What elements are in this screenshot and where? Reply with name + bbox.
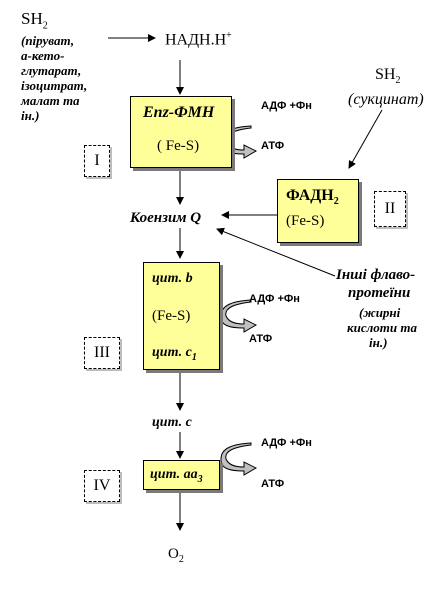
complex-2-fes-label: (Fe-S) [286, 213, 325, 229]
cyt-b-label: цит. b [152, 271, 193, 286]
adp-pi-label-4: АДФ +Фн [261, 437, 312, 449]
fatty-acids-note-2: кислоти та [347, 320, 417, 335]
complex-4-roman: IV [84, 470, 120, 502]
atp-label-4: АТФ [261, 478, 285, 490]
sh2-left-substrates: (піруват, а-кето- глутарат, ізоцитрат, м… [21, 33, 88, 123]
complex-2-roman: II [374, 191, 406, 227]
nadh-label: НАДН.Н+ [165, 30, 232, 49]
arrow-sh2-to-fadh2 [348, 109, 383, 169]
cyt-c-label: цит. c [152, 415, 192, 430]
fadh2-label: ФАДН2 [286, 187, 339, 208]
complex-1-roman: I [84, 145, 110, 177]
curved-arrow-icon-4 [220, 442, 258, 476]
complex-1-box: Enz-ФМН ( Fe-S) [130, 96, 232, 168]
cyt-aa3-label: цит. aa3 [150, 467, 203, 485]
complex-3-box: цит. b (Fe-S) цит. c1 [143, 262, 220, 370]
complex-2-box: ФАДН2 (Fe-S) [277, 179, 359, 243]
complex-1-fes-label: ( Fe-S) [157, 138, 200, 154]
sh2-left-label: SH2 [21, 9, 48, 32]
succinate-label: (сукцинат) [348, 91, 424, 108]
enz-fmn-label: Enz-ФМН [143, 104, 215, 121]
fatty-acids-note-3: ін.) [369, 335, 388, 350]
oxygen-label: O2 [168, 546, 184, 565]
arrow-flavo-to-q [216, 227, 336, 277]
atp-label-1: АТФ [261, 140, 285, 152]
cyt-c1-label: цит. c1 [152, 345, 197, 363]
atp-label-3: АТФ [249, 333, 273, 345]
curved-arrow-icon-3 [220, 299, 258, 333]
sh2-right-label: SH2 [375, 66, 401, 87]
coenzyme-q-label: Коензим Q [130, 210, 202, 226]
complex-4-box: цит. aa3 [143, 460, 220, 490]
other-flavoproteins-line1: Інші флаво- [336, 267, 416, 283]
fatty-acids-note-1: (жирні [359, 305, 401, 320]
other-flavoproteins-line2: протеїни [348, 285, 411, 301]
adp-pi-label-3: АДФ +Фн [249, 293, 300, 305]
complex-3-fes-label: (Fe-S) [152, 308, 191, 324]
adp-pi-label-1: АДФ +Фн [261, 100, 312, 112]
complex-3-roman: III [84, 337, 120, 369]
